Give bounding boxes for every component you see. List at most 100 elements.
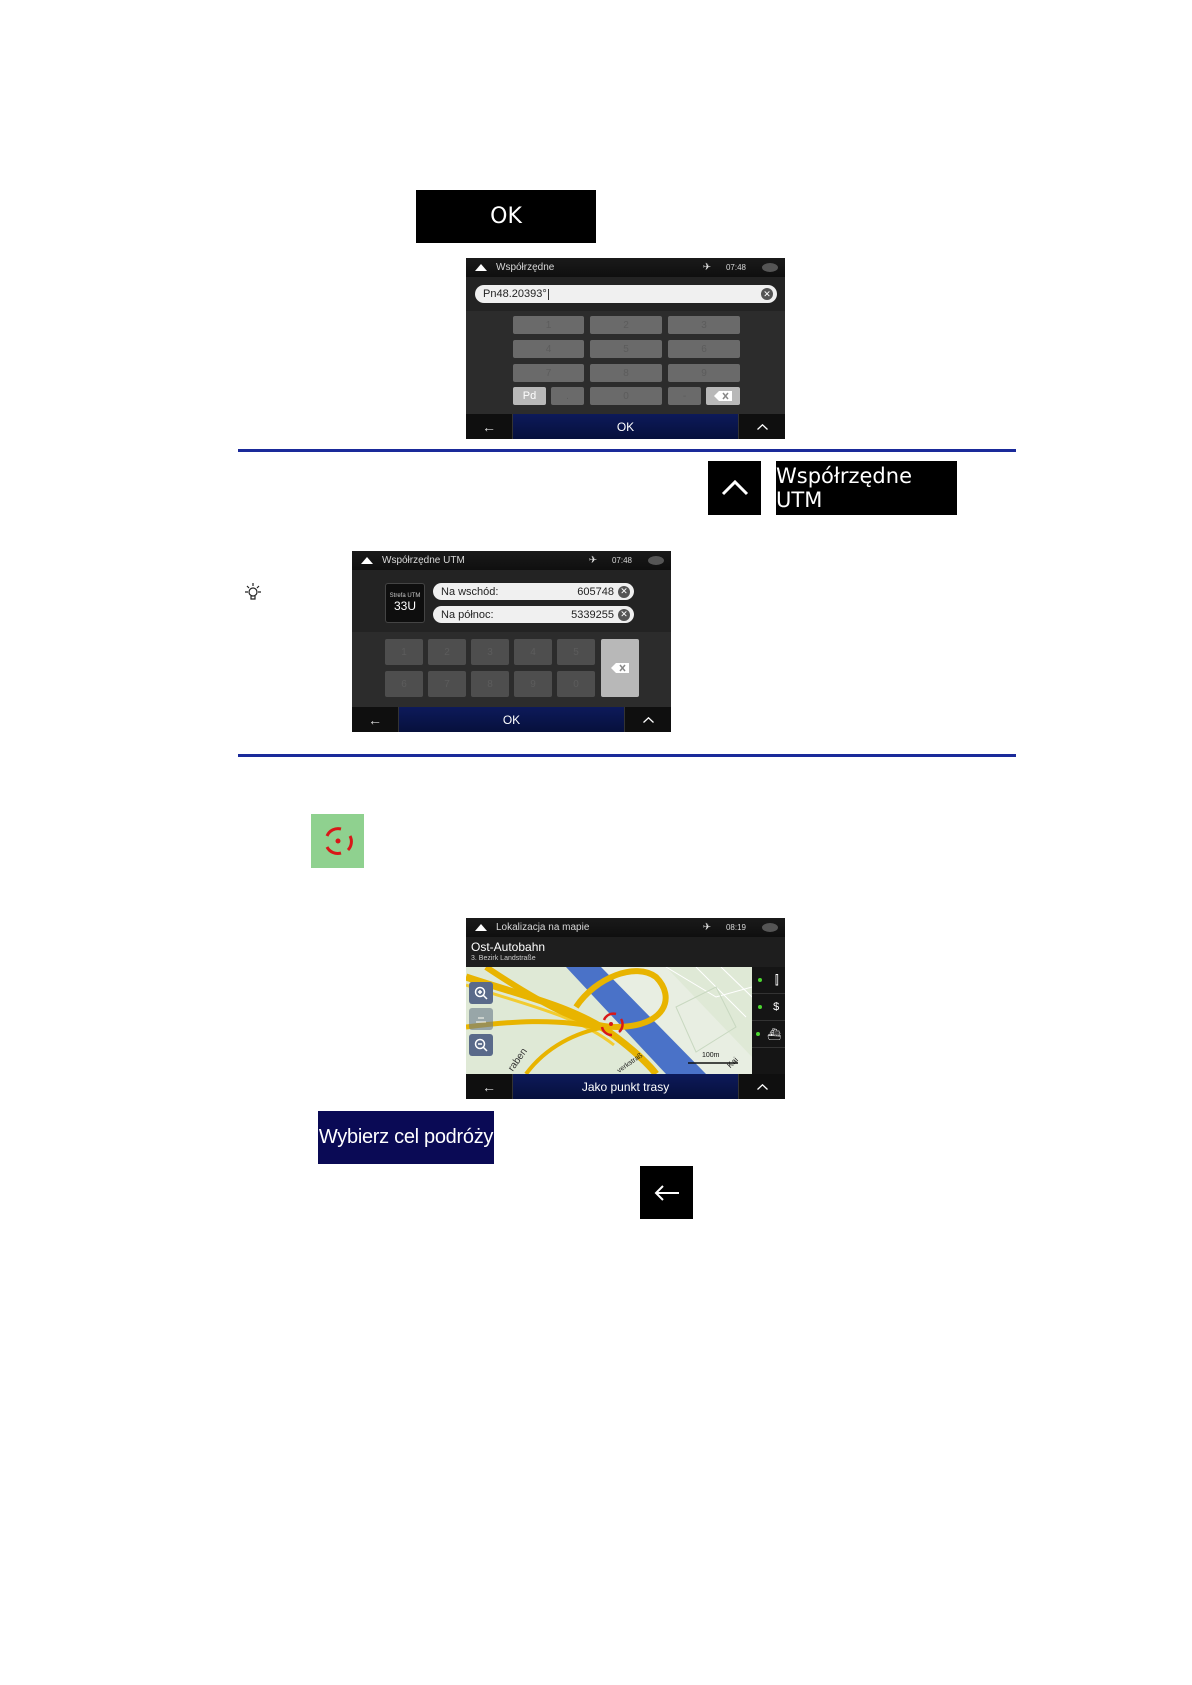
ok-softkey[interactable]: OK (512, 414, 739, 439)
chevron-up-icon[interactable] (466, 924, 496, 931)
north-label: Na północ: (441, 608, 494, 621)
key-6[interactable]: 6 (668, 340, 740, 358)
waypoint-softkey[interactable]: Jako punkt trasy (512, 1074, 739, 1099)
clear-icon[interactable]: ✕ (618, 608, 630, 621)
status-bar: Współrzędne ✈ 07:48 (466, 258, 785, 278)
utm-zone-button[interactable]: Strefa UTM 33U (385, 583, 425, 623)
key-3[interactable]: 3 (471, 639, 509, 665)
select-destination-button-reference[interactable]: Wybierz cel podróży (318, 1111, 494, 1164)
tilt-button[interactable] (469, 1008, 493, 1030)
waypoint-softkey-label: Jako punkt trasy (581, 1079, 670, 1094)
highway-icon: ⫿ (774, 972, 779, 987)
coordinate-input-value: Pn48.20393° (483, 288, 547, 300)
ok-softkey-label: OK (616, 419, 635, 434)
key-9[interactable]: 9 (514, 671, 552, 697)
key-0[interactable]: 0 (557, 671, 595, 697)
clear-icon[interactable]: ✕ (761, 288, 773, 300)
key-2[interactable]: 2 (590, 316, 662, 334)
key-9[interactable]: 9 (668, 364, 740, 382)
key-1[interactable]: 1 (513, 316, 584, 334)
key-4[interactable]: 4 (513, 340, 584, 358)
map-side-panel: ⫿ $ ⛴ (752, 967, 785, 1074)
lightbulb-icon (245, 583, 261, 600)
ok-softkey-label: OK (502, 712, 521, 727)
toll-road-filter[interactable]: $ (752, 994, 785, 1021)
backspace-key[interactable] (601, 639, 639, 697)
key-8[interactable]: 8 (590, 364, 662, 382)
clear-icon[interactable]: ✕ (618, 585, 630, 598)
chevron-up-icon[interactable] (466, 264, 496, 271)
key-8[interactable]: 8 (471, 671, 509, 697)
tilt-icon (476, 1017, 486, 1023)
screen-title: Współrzędne UTM (382, 555, 465, 566)
clock-time: 07:48 (725, 263, 747, 272)
highway-filter[interactable]: ⫿ (752, 967, 785, 994)
zoom-in-button[interactable] (469, 982, 493, 1004)
utm-button-reference[interactable]: Współrzędne UTM (776, 461, 957, 515)
status-bar: Współrzędne UTM ✈ 07:48 (352, 551, 671, 571)
utm-coordinates-screen: Współrzędne UTM ✈ 07:48 Strefa UTM 33U N… (352, 551, 671, 732)
key-0[interactable]: 0 (590, 387, 662, 405)
street-name: Ost-Autobahn (471, 940, 546, 954)
key-1[interactable]: 1 (385, 639, 423, 665)
screen-title: Współrzędne (496, 262, 555, 273)
back-arrow-icon[interactable]: ← (466, 1074, 512, 1099)
north-input[interactable]: Na północ: 5339255 ✕ (433, 606, 634, 623)
utm-button-label: Współrzędne UTM (776, 464, 912, 512)
ok-button-reference[interactable]: OK (416, 190, 596, 243)
back-button-reference[interactable] (640, 1166, 693, 1219)
ok-softkey[interactable]: OK (398, 707, 625, 732)
key-6[interactable]: 6 (385, 671, 423, 697)
screen-title: Lokalizacja na mapie (496, 922, 590, 933)
message-bubble-icon[interactable] (755, 923, 785, 932)
coordinates-screen: Współrzędne ✈ 07:48 Pn48.20393° ✕ 1 2 3 … (466, 258, 785, 439)
select-destination-label: Wybierz cel podróży (318, 1126, 494, 1148)
scale-label: 100m (702, 1052, 720, 1059)
key-7[interactable]: 7 (428, 671, 466, 697)
map-cursor-button[interactable] (311, 814, 364, 868)
ferry-icon: ⛴ (767, 1028, 782, 1041)
chevron-up-icon[interactable] (739, 414, 785, 439)
ok-button-label: OK (490, 204, 522, 229)
utm-zone-value: 33U (393, 599, 416, 613)
back-arrow-icon (654, 1184, 679, 1201)
east-value: 605748 (577, 585, 614, 598)
cursor-target-icon (325, 827, 353, 855)
bottom-bar: ← OK (352, 707, 671, 732)
satellite-icon: ✈ (702, 922, 712, 933)
key-5[interactable]: 5 (557, 639, 595, 665)
ferry-filter[interactable]: ⛴ (752, 1021, 785, 1048)
satellite-icon: ✈ (702, 262, 712, 273)
key-minus[interactable]: - (668, 387, 701, 405)
key-dot[interactable]: . (551, 387, 584, 405)
key-3[interactable]: 3 (668, 316, 740, 334)
key-7[interactable]: 7 (513, 364, 584, 382)
chevron-up-button-reference[interactable] (708, 461, 761, 515)
north-value: 5339255 (571, 608, 614, 621)
key-5[interactable]: 5 (590, 340, 662, 358)
back-arrow-icon[interactable]: ← (466, 414, 512, 439)
message-bubble-icon[interactable] (755, 263, 785, 272)
chevron-up-icon[interactable] (739, 1074, 785, 1099)
key-4[interactable]: 4 (514, 639, 552, 665)
key-south[interactable]: Pd (513, 387, 546, 405)
zoom-out-button[interactable] (469, 1034, 493, 1056)
chevron-up-icon[interactable] (352, 557, 382, 564)
section-divider (238, 754, 1016, 757)
back-arrow-icon[interactable]: ← (352, 707, 398, 732)
message-bubble-icon[interactable] (641, 556, 671, 565)
toll-road-icon: $ (773, 1001, 780, 1013)
section-divider (238, 449, 1016, 452)
bottom-bar: ← OK (466, 414, 785, 439)
map-view[interactable]: raben verkstraß Kai 100m (466, 967, 752, 1074)
utm-zone-label: Strefa UTM (389, 593, 421, 599)
east-input[interactable]: Na wschód: 605748 ✕ (433, 583, 634, 600)
backspace-icon (714, 391, 732, 401)
chevron-up-icon[interactable] (625, 707, 671, 732)
backspace-key[interactable] (706, 387, 740, 405)
coordinate-input[interactable]: Pn48.20393° ✕ (475, 285, 777, 303)
key-2[interactable]: 2 (428, 639, 466, 665)
zoom-in-icon (474, 986, 488, 1000)
clock-time: 08:19 (725, 923, 747, 932)
east-label: Na wschód: (441, 585, 499, 598)
